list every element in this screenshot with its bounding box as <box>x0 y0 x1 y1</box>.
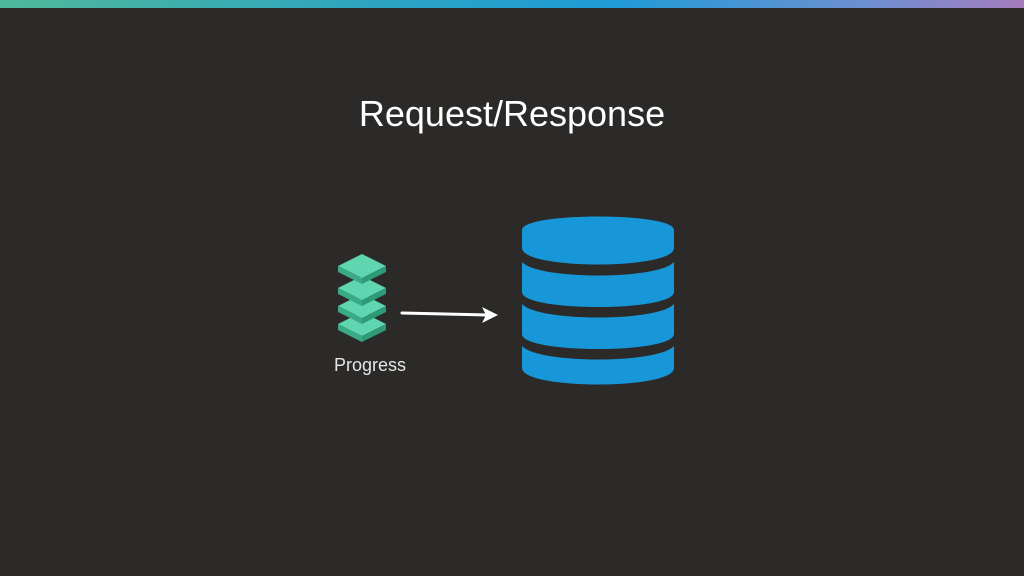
arrow-right-icon <box>400 307 498 323</box>
stacked-layers-icon <box>338 254 386 342</box>
layer-1 <box>338 254 386 284</box>
layer-2 <box>338 276 386 306</box>
database-band-3 <box>522 304 674 349</box>
database-band-4 <box>522 346 674 385</box>
slide-title: Request/Response <box>358 93 666 134</box>
database-band-2 <box>522 262 674 307</box>
database-top <box>522 216 674 265</box>
top-gradient-bar <box>0 0 1024 8</box>
database-icon <box>522 216 674 385</box>
client-label: Progress <box>333 355 407 375</box>
